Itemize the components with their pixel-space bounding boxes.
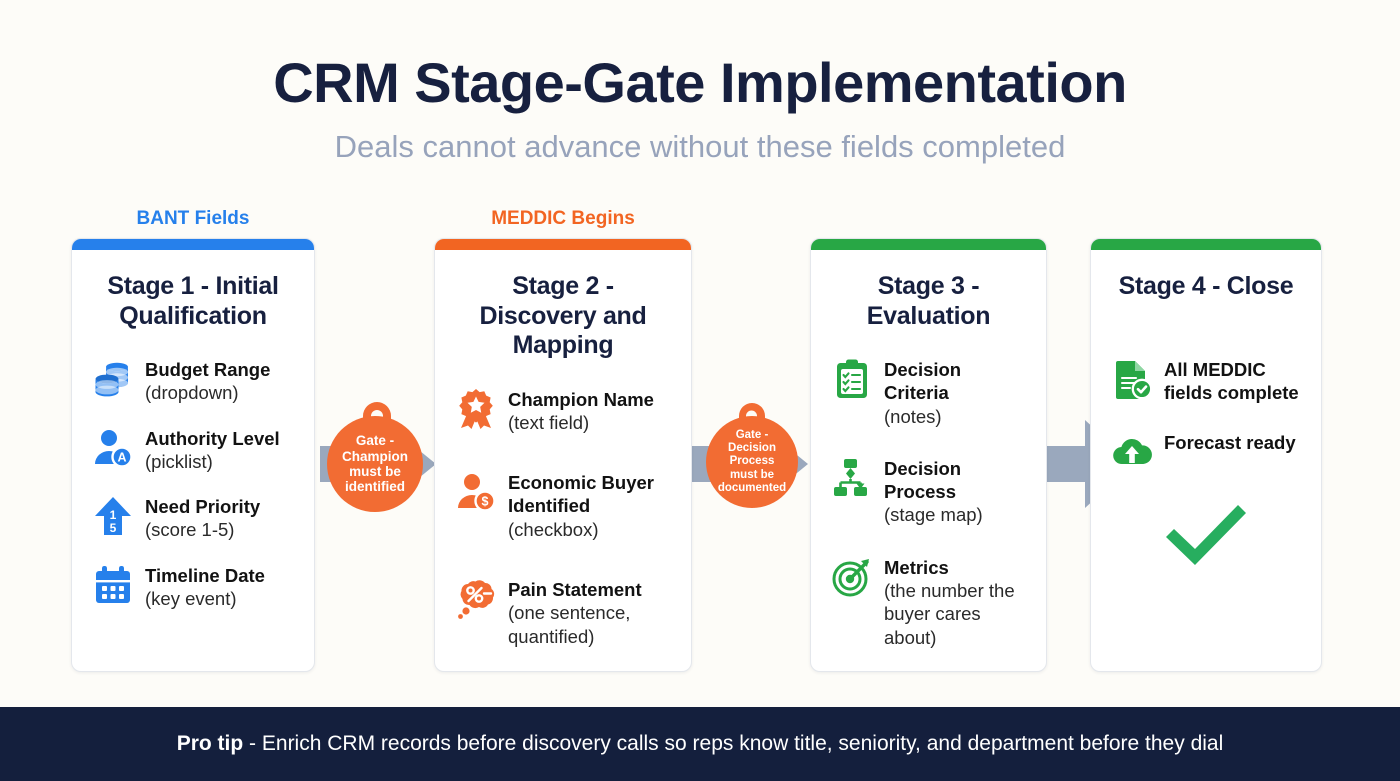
person-authority-icon: A [95,429,133,468]
list-item-name: All MEDDIC fields complete [1164,358,1299,403]
person-dollar-icon: $ [458,474,496,512]
list-item[interactable]: All MEDDIC fields complete [1111,357,1301,405]
list-item-name: Metrics [884,556,949,578]
stage-card-4-title: Stage 4 - Close [1118,272,1294,300]
stage-card-3[interactable]: Stage 3 - Evaluation [810,238,1047,672]
footer-bar: Pro tip - Enrich CRM records before disc… [0,707,1400,781]
stage-card-1-accent-bar [72,239,314,250]
list-item[interactable]: Forecast ready [1111,430,1301,473]
stage-card-1-title: Stage 1 - Initial Qualification [107,272,279,330]
page-title: CRM Stage-Gate Implementation [273,51,1127,114]
target-dart-icon [832,558,869,597]
stage-card-1-items: Budget Range (dropdown) A Authority Leve… [92,357,294,610]
coins-stack-icon [95,362,128,397]
list-item[interactable]: Champion Name (text field) [455,387,671,435]
list-item-detail: (picklist) [145,450,213,472]
list-item-text: Forecast ready [1164,430,1296,454]
svg-text:1: 1 [110,508,117,522]
list-item-name: Authority Level [145,427,280,449]
list-item-name: Timeline Date [145,564,265,586]
list-item-name: Forecast ready [1164,432,1296,454]
cloud-upload-icon [1113,439,1152,465]
list-item[interactable]: Budget Range (dropdown) [92,357,294,405]
footer-label: Pro tip [176,732,244,755]
up-arrow-score-icon: 1 5 [95,497,131,536]
list-item[interactable]: Pain Statement (one sentence, quantified… [455,577,671,648]
footer-text: Pro tip - Enrich CRM records before disc… [177,732,1224,756]
list-item-detail: (text field) [508,411,590,433]
list-item-detail: (one sentence, quantified) [508,602,631,647]
list-item-name: Champion Name [508,388,654,410]
stage-card-2-title: Stage 2 - Discovery and Mapping [479,272,647,359]
list-item-text: Champion Name (text field) [508,387,654,435]
list-item-text: Decision Criteria (notes) [884,357,1026,428]
list-item[interactable]: Timeline Date (key event) [92,563,294,611]
list-item-text: Metrics (the number the buyer cares abou… [884,555,1026,649]
list-item-name: Decision Criteria [884,359,962,404]
stage-card-1[interactable]: Stage 1 - Initial Qualification [71,238,315,672]
list-item[interactable]: Metrics (the number the buyer cares abou… [831,555,1026,649]
page-subtitle: Deals cannot advance without these field… [334,129,1066,164]
list-item-name: Economic Buyer Identified [508,472,654,517]
svg-text:$: $ [482,495,489,509]
clipboard-checklist-icon [837,359,867,398]
stage-card-4-items: All MEDDIC fields complete Forecast read… [1111,357,1301,474]
list-item-text: Authority Level (picklist) [145,426,280,474]
list-item[interactable]: 1 5 Need Priority (score 1-5) [92,494,294,542]
stage-card-4-accent-bar [1091,239,1321,250]
list-item[interactable]: $ Economic Buyer Identified (checkbox) [455,470,671,541]
flow-arrow-3 [1043,420,1133,508]
award-ribbon-icon [459,388,493,429]
list-item-text: Economic Buyer Identified (checkbox) [508,470,671,541]
column-label-meddic: MEDDIC Begins [491,208,635,229]
list-item[interactable]: Decision Process (stage map) [831,456,1026,527]
stage-card-3-items: Decision Criteria (notes) [831,357,1026,649]
list-item-text: Pain Statement (one sentence, quantified… [508,577,671,648]
stage-card-3-accent-bar [811,239,1046,250]
svg-text:5: 5 [110,521,117,535]
document-check-icon [1116,360,1153,399]
svg-text:A: A [117,450,126,464]
list-item-name: Decision Process [884,457,962,503]
stage-card-2[interactable]: Stage 2 - Discovery and Mapping Champion… [434,238,692,672]
list-item-detail: (score 1-5) [145,519,235,541]
list-item-text: Decision Process (stage map) [884,456,1026,527]
footer-body: - Enrich CRM records before discovery ca… [243,732,1224,755]
list-item-name: Need Priority [145,496,261,518]
list-item-detail: (the number the buyer cares about) [884,580,1015,648]
list-item[interactable]: Decision Criteria (notes) [831,357,1026,428]
list-item-detail: (checkbox) [508,518,599,540]
stage-card-3-title: Stage 3 - Evaluation [866,272,991,330]
check-mark-icon [1166,505,1246,566]
stage-card-2-items: Champion Name (text field) $ Economic Bu… [455,387,671,648]
thought-bubble-percent-icon [458,580,495,619]
list-item-name: Pain Statement [508,578,642,600]
list-item-name: Budget Range [145,359,271,380]
list-item-detail: (stage map) [884,504,983,526]
list-item-detail: (key event) [145,588,237,610]
column-label-bant: BANT Fields [136,208,250,229]
stage-card-2-accent-bar [435,239,691,250]
list-item-text: All MEDDIC fields complete [1164,357,1301,405]
list-item-detail: (dropdown) [145,382,239,404]
list-item-text: Timeline Date (key event) [145,563,265,611]
list-item-text: Need Priority (score 1-5) [145,494,260,542]
list-item[interactable]: A Authority Level (picklist) [92,426,294,474]
list-item-text: Budget Range (dropdown) [145,357,270,405]
list-item-detail: (notes) [884,405,942,427]
org-flowchart-icon [834,458,867,496]
calendar-icon [96,565,130,603]
stage-card-4[interactable]: Stage 4 - Close [1090,238,1322,672]
